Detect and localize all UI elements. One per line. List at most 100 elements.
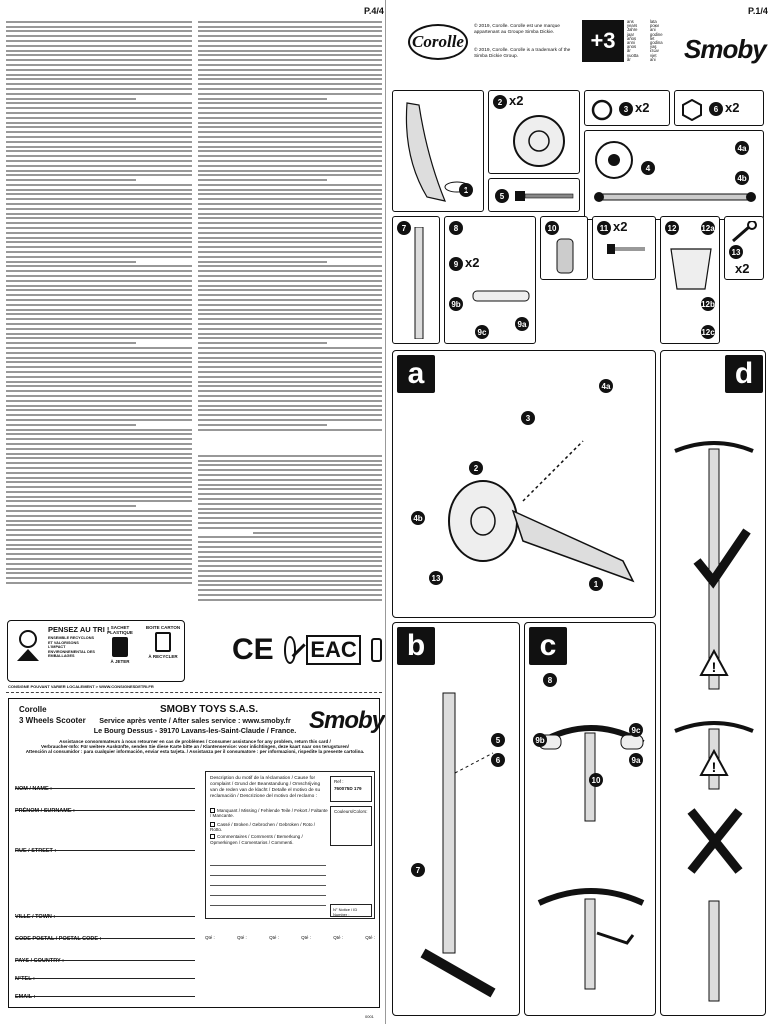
text-line [6,529,192,532]
option-missing[interactable]: Manquant / Missing / Fehlende Teile / Fe… [210,808,328,819]
text-line [198,593,382,596]
form-field-label: RUE / STREET : [15,848,57,854]
age-word: anos [627,44,637,50]
text-line [198,526,382,529]
text-line [198,203,382,206]
svg-text:!: ! [712,659,717,675]
comments-checkbox[interactable] [210,834,215,840]
text-line [6,299,192,302]
text-column-left [6,18,192,610]
form-address: Le Bourg Dessus - 39170 Lavans-les-Saint… [93,726,297,735]
form-field-label: CODE POSTAL / POSTAL CODE : [15,936,102,942]
form-field-row[interactable]: VILLE / TOWN : [15,905,195,920]
text-line [198,150,382,153]
text-line [198,327,382,330]
text-line [198,231,382,234]
notice-id-label: N° Notice / ID Number : [333,907,358,917]
part-number-10: 10 [545,221,559,235]
quantity-field[interactable]: Qté : [205,935,215,940]
text-line [6,227,192,230]
part-number-12c: 12c [701,325,715,339]
nut-icon [682,99,702,121]
text-line [6,390,192,393]
text-line [198,97,327,100]
text-line [198,193,382,196]
step-c-callout-9b: 9b [533,733,547,747]
colors-box[interactable]: Couleurs/Colors: [330,806,372,846]
comments-lines[interactable] [210,856,326,906]
quantity-field[interactable]: Qté : [269,935,279,940]
quantity-field[interactable]: Qté : [301,935,311,940]
text-line [6,510,192,513]
text-line [198,299,382,302]
svg-text:!: ! [712,759,717,775]
page-number-left: P.4/4 [364,6,384,16]
option-comments[interactable]: Commentaires / Comments / Bemerkung / Op… [210,834,303,845]
text-line [6,44,192,47]
text-line [6,418,192,421]
form-field-row[interactable]: PRÉNOM / SURNAME : [15,799,195,814]
age-word: vjet [650,52,657,58]
text-line [6,323,192,325]
text-line [198,308,382,311]
notice-line-1: Assistance consommateurs à nous retourne… [59,739,331,744]
step-a-callout-13: 13 [429,571,443,585]
text-line [6,83,192,86]
form-field-row[interactable]: EMAIL : [15,985,195,1000]
quantity-field[interactable]: Qté : [333,935,343,940]
text-line [198,541,382,544]
text-line [198,44,382,47]
text-line [6,514,192,517]
text-line [198,361,382,364]
text-line [198,394,382,397]
text-line [198,63,382,66]
text-line [6,97,137,100]
option-broken[interactable]: Cassé / Broken / Gebrochen / Gebroken / … [210,822,316,833]
part-number-12: 12 [665,221,679,235]
text-line [198,469,382,472]
text-line [6,442,192,445]
text-line [198,502,382,505]
text-line [6,222,192,225]
recycle-bin-icon [155,632,171,652]
quantity-field[interactable]: Qté : [365,935,375,940]
text-line [198,131,382,134]
text-line [198,303,382,306]
form-brand-right: Smoby [309,707,385,734]
form-field-row[interactable]: PAYS / COUNTRY : [15,949,195,964]
part-number-9b: 9b [449,297,463,311]
form-field-row[interactable]: N°TEL : [15,967,195,982]
form-field-row[interactable]: RUE / STREET : [15,839,195,854]
parts-grid: 1 2 x2 3 x2 6 x2 4 4a 4b 5 [392,90,766,460]
part-card-6: 6 x2 [674,90,764,126]
text-line [6,534,192,537]
form-field-row[interactable]: NOM / NAME : [15,777,195,792]
text-line [6,73,192,76]
text-line [6,342,137,345]
pictogram-subtitle: ENSEMBLE RECYCLONS ET VALORISONS L'IMPAC… [48,636,95,659]
text-line [6,169,192,172]
text-line [6,447,192,450]
text-line [6,135,192,138]
step-b-illustration [420,692,496,998]
form-field-row[interactable]: CODE POSTAL / POSTAL CODE : [15,927,195,942]
step-c-panel: c 8 9b 9c 10 9a [524,622,656,1016]
text-line [198,545,382,548]
text-line [198,473,382,476]
text-line [6,361,192,364]
barcode-text: 0001 [365,1014,374,1019]
form-field-label: NOM / NAME : [15,786,52,792]
text-line [198,227,382,230]
text-line [6,423,137,426]
part-qty-13: x2 [735,261,750,276]
notice-id-box[interactable]: N° Notice / ID Number : [330,904,372,917]
text-line [198,140,382,143]
text-line [198,255,382,258]
text-line [6,275,192,278]
quantity-field[interactable]: Qté : [237,935,247,940]
box-action: À RECYCLER [148,654,178,659]
age-word: years [627,23,638,29]
part-number-5: 5 [495,189,509,203]
text-line [198,459,382,462]
